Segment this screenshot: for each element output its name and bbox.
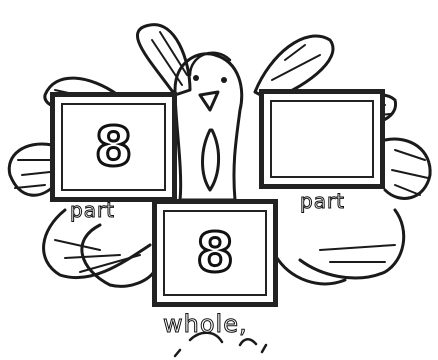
left-part-value: 8: [95, 120, 133, 174]
whole-box: 8: [152, 199, 278, 307]
left-part-box: 8: [50, 92, 177, 202]
left-part-label: part: [70, 200, 115, 220]
right-part-label: part: [300, 191, 345, 211]
feather-far-right: [275, 255, 345, 284]
feather-right-lower: [300, 210, 404, 278]
right-part-box: [259, 89, 385, 189]
whole-value: 8: [196, 226, 234, 280]
turkey-beak: [200, 92, 218, 110]
whole-label: whole,: [163, 312, 248, 336]
turkey-wattle: [203, 130, 219, 190]
